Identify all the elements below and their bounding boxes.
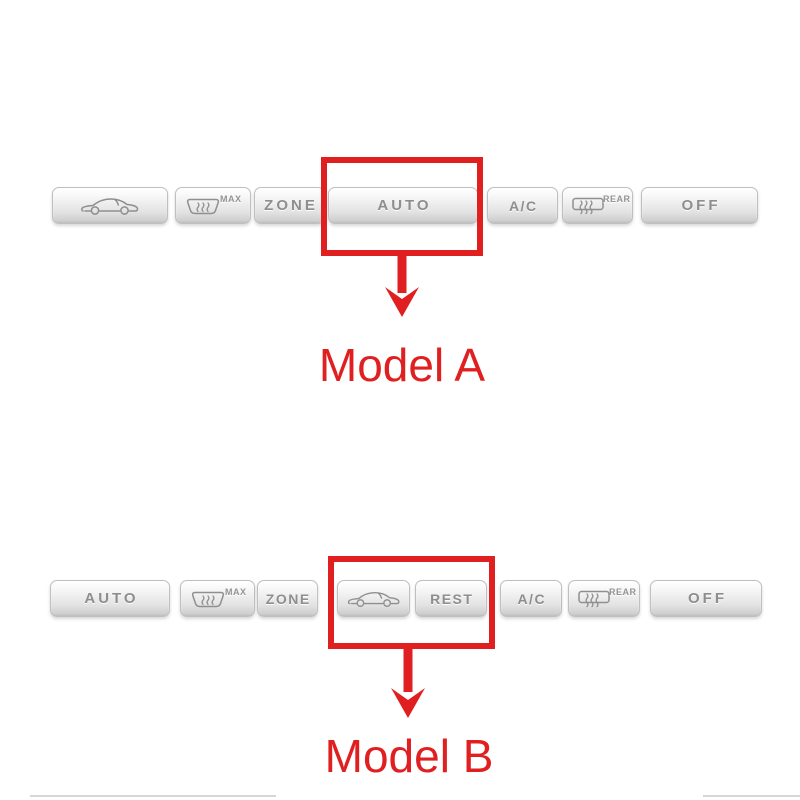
button-ac: A/C — [487, 187, 558, 224]
button-zone-b: ZONE — [257, 580, 318, 617]
model-a-arrow-down-icon — [385, 255, 419, 317]
rear-defrost-label: REAR — [603, 194, 631, 204]
model-b-arrow-down-icon — [391, 648, 425, 718]
button-auto: AUTO — [328, 187, 478, 224]
ac-button-label: A/C — [508, 197, 538, 214]
auto-button-label: AUTO — [377, 197, 432, 214]
button-off-b: OFF — [650, 580, 762, 617]
model-a-label: Model A — [318, 339, 486, 391]
front-defrost-icon — [186, 198, 220, 215]
car-icon — [81, 197, 139, 215]
button-rest: REST — [415, 580, 487, 617]
button-rear-defrost-b: REAR — [568, 580, 640, 617]
ac-button-label: A/C — [517, 590, 547, 607]
off-button-label: OFF — [681, 197, 721, 214]
button-rear-defrost: REAR — [562, 187, 633, 224]
bottom-edge-line-left — [30, 795, 276, 797]
bottom-edge-line-right — [703, 795, 800, 797]
rear-defrost-icon — [572, 197, 604, 215]
front-defrost-icon — [191, 591, 225, 608]
button-recirculation — [52, 187, 168, 224]
button-front-defrost-max: MAX — [175, 187, 251, 224]
rear-defrost-icon — [578, 590, 610, 608]
button-front-defrost-max-b: MAX — [180, 580, 255, 617]
button-recirculation-b — [337, 580, 410, 617]
auto-button-label: AUTO — [84, 590, 139, 607]
zone-button-label: ZONE — [264, 197, 318, 214]
zone-button-label: ZONE — [265, 590, 311, 607]
button-zone: ZONE — [254, 187, 325, 224]
button-auto-b: AUTO — [50, 580, 170, 617]
model-b-label: Model B — [324, 730, 494, 782]
rest-button-label: REST — [430, 590, 474, 607]
button-off: OFF — [641, 187, 758, 224]
off-button-label: OFF — [688, 590, 727, 607]
car-icon — [347, 591, 400, 607]
front-defrost-max-label: MAX — [220, 194, 242, 204]
button-ac-b: A/C — [500, 580, 562, 617]
rear-defrost-label: REAR — [609, 587, 637, 597]
front-defrost-max-label: MAX — [225, 587, 247, 597]
